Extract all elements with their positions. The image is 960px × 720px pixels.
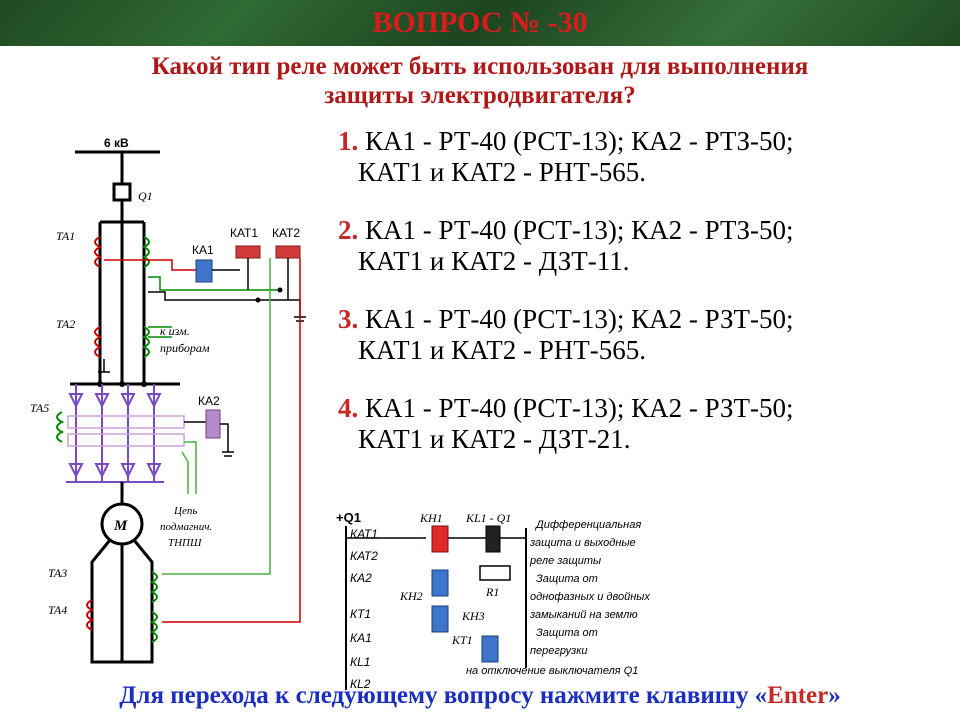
answer-list: 1. КА1 - РТ-40 (РСТ-13); КА2 - РТЗ-50; К… <box>338 126 948 482</box>
kt1-relay <box>481 635 499 663</box>
answer-option-1[interactable]: 1. КА1 - РТ-40 (РСТ-13); КА2 - РТЗ-50; К… <box>338 126 948 188</box>
kl1q1-label: КL1 - Q1 <box>465 511 511 525</box>
desc-7: Защита от <box>536 627 598 639</box>
kh3-label: КН3 <box>461 609 485 623</box>
answer-option-4[interactable]: 4. КА1 - РТ-40 (РСТ-13); КА2 - РЗТ-50; К… <box>338 393 948 455</box>
ta1-label: ТА1 <box>56 229 75 243</box>
answer-option-2[interactable]: 2. КА1 - РТ-40 (РСТ-13); КА2 - РТЗ-50; К… <box>338 215 948 277</box>
contact-kat2: КАТ2 <box>350 549 378 563</box>
kh2-label: КН2 <box>399 589 423 603</box>
desc-4: Защита от <box>536 573 598 585</box>
enter-key-label: Enter <box>767 682 829 709</box>
ta2-coil-a <box>94 326 103 358</box>
motor-label: М <box>113 518 128 534</box>
ka2-relay <box>205 409 221 439</box>
r1-label: R1 <box>485 585 499 599</box>
kat2-label: КАТ2 <box>272 226 300 240</box>
ta5-label: ТА5 <box>30 401 49 415</box>
answer-line-2: КАТ1 и КАТ2 - РНТ-565. <box>358 157 646 187</box>
ka2-label: КА2 <box>198 394 220 408</box>
desc-8: перегрузки <box>530 645 588 657</box>
answer-line-1: КА1 - РТ-40 (РСТ-13); КА2 - РТЗ-50; <box>365 126 794 156</box>
ta3-label: ТА3 <box>48 566 67 580</box>
answer-line-1: КА1 - РТ-40 (РСТ-13); КА2 - РЗТ-50; <box>365 304 794 334</box>
voltage-label: 6 кВ <box>104 136 129 150</box>
ka1-relay <box>195 259 213 283</box>
answer-option-3[interactable]: 3. КА1 - РТ-40 (РСТ-13); КА2 - РЗТ-50; К… <box>338 304 948 366</box>
contact-ka2: КА2 <box>350 571 372 585</box>
meters-label-1: к изм. <box>160 324 190 338</box>
q1-label: Q1 <box>138 189 153 203</box>
answer-number: 4. <box>338 393 359 423</box>
ta5-transformer <box>66 384 164 483</box>
question-line-2: защиты электродвигателя? <box>324 82 636 109</box>
excitation-label-2: подмагнич. <box>160 521 212 533</box>
footer-close: » <box>828 682 841 709</box>
kh1-relay <box>431 525 449 553</box>
contact-kl2: КL2 <box>350 677 371 691</box>
kt1-coil-label: КТ1 <box>451 633 473 647</box>
question-text: Какой тип реле может быть использован дл… <box>20 52 940 110</box>
contact-kt1: КТ1 <box>350 607 371 621</box>
excitation-label-1: Цепь <box>173 505 197 517</box>
contact-kat1: КАТ1 <box>350 527 378 541</box>
bus-label: +Q1 <box>336 510 361 525</box>
ta2-coil-c <box>141 326 150 358</box>
answer-line-2: КАТ1 и КАТ2 - ДЗТ-11. <box>358 246 630 276</box>
excitation-label-3: ТНПШ <box>168 537 202 549</box>
header-bar: ВОПРОС № -30 <box>0 0 960 46</box>
kh2-relay <box>431 569 449 597</box>
kat1-relay <box>235 245 261 259</box>
kat1-label: КАТ1 <box>230 226 258 240</box>
footer-text: Для перехода к следующему вопросу нажмит… <box>119 682 768 709</box>
kh1-label: КН1 <box>419 511 443 525</box>
answer-line-1: КА1 - РТ-40 (РСТ-13); КА2 - РТЗ-50; <box>365 215 794 245</box>
kh3-relay <box>431 605 449 633</box>
answer-number: 1. <box>338 126 359 156</box>
desc-3: реле защиты <box>529 555 601 567</box>
desc-5: однофазных и двойных <box>530 591 650 603</box>
ta1-coil-a <box>94 236 103 268</box>
question-line-1: Какой тип реле может быть использован дл… <box>151 53 809 80</box>
meters-label-2: приборам <box>160 341 210 355</box>
desc-6: замыканий на землю <box>529 609 638 621</box>
ta1-coil-c <box>141 236 150 268</box>
footer-instruction: Для перехода к следующему вопросу нажмит… <box>0 682 960 710</box>
kat2-relay <box>275 245 301 259</box>
answer-number: 3. <box>338 304 359 334</box>
ka1-label: КА1 <box>192 243 214 257</box>
trip-label: на отключение выключателя Q1 <box>466 665 638 677</box>
question-number-title: ВОПРОС № -30 <box>372 6 588 39</box>
desc-1: Дифференциальная <box>534 519 641 531</box>
answer-number: 2. <box>338 215 359 245</box>
contact-ka1: КА1 <box>350 631 372 645</box>
ta2-label: ТА2 <box>56 317 75 331</box>
motor-protection-schematic: 6 кВ Q1 ТА1 ТА2 КА1 КАТ1 КАТ2 к изм. при… <box>30 136 306 664</box>
desc-2: защита и выходные <box>529 537 636 549</box>
contact-kl1: КL1 <box>350 655 370 669</box>
answer-line-2: КАТ1 и КАТ2 - РНТ-565. <box>358 335 646 365</box>
breaker-q1 <box>112 182 132 202</box>
kl1-relay <box>485 525 501 553</box>
answer-line-2: КАТ1 и КАТ2 - ДЗТ-21. <box>358 424 631 454</box>
ta4-label: ТА4 <box>48 603 67 617</box>
answer-line-1: КА1 - РТ-40 (РСТ-13); КА2 - РЗТ-50; <box>365 393 794 423</box>
logic-circuit: +Q1 КН1 КL1 - Q1 R1 КН2 КН3 КТ1 КАТ1 КАТ… <box>336 510 650 691</box>
r1-resistor <box>479 565 511 581</box>
